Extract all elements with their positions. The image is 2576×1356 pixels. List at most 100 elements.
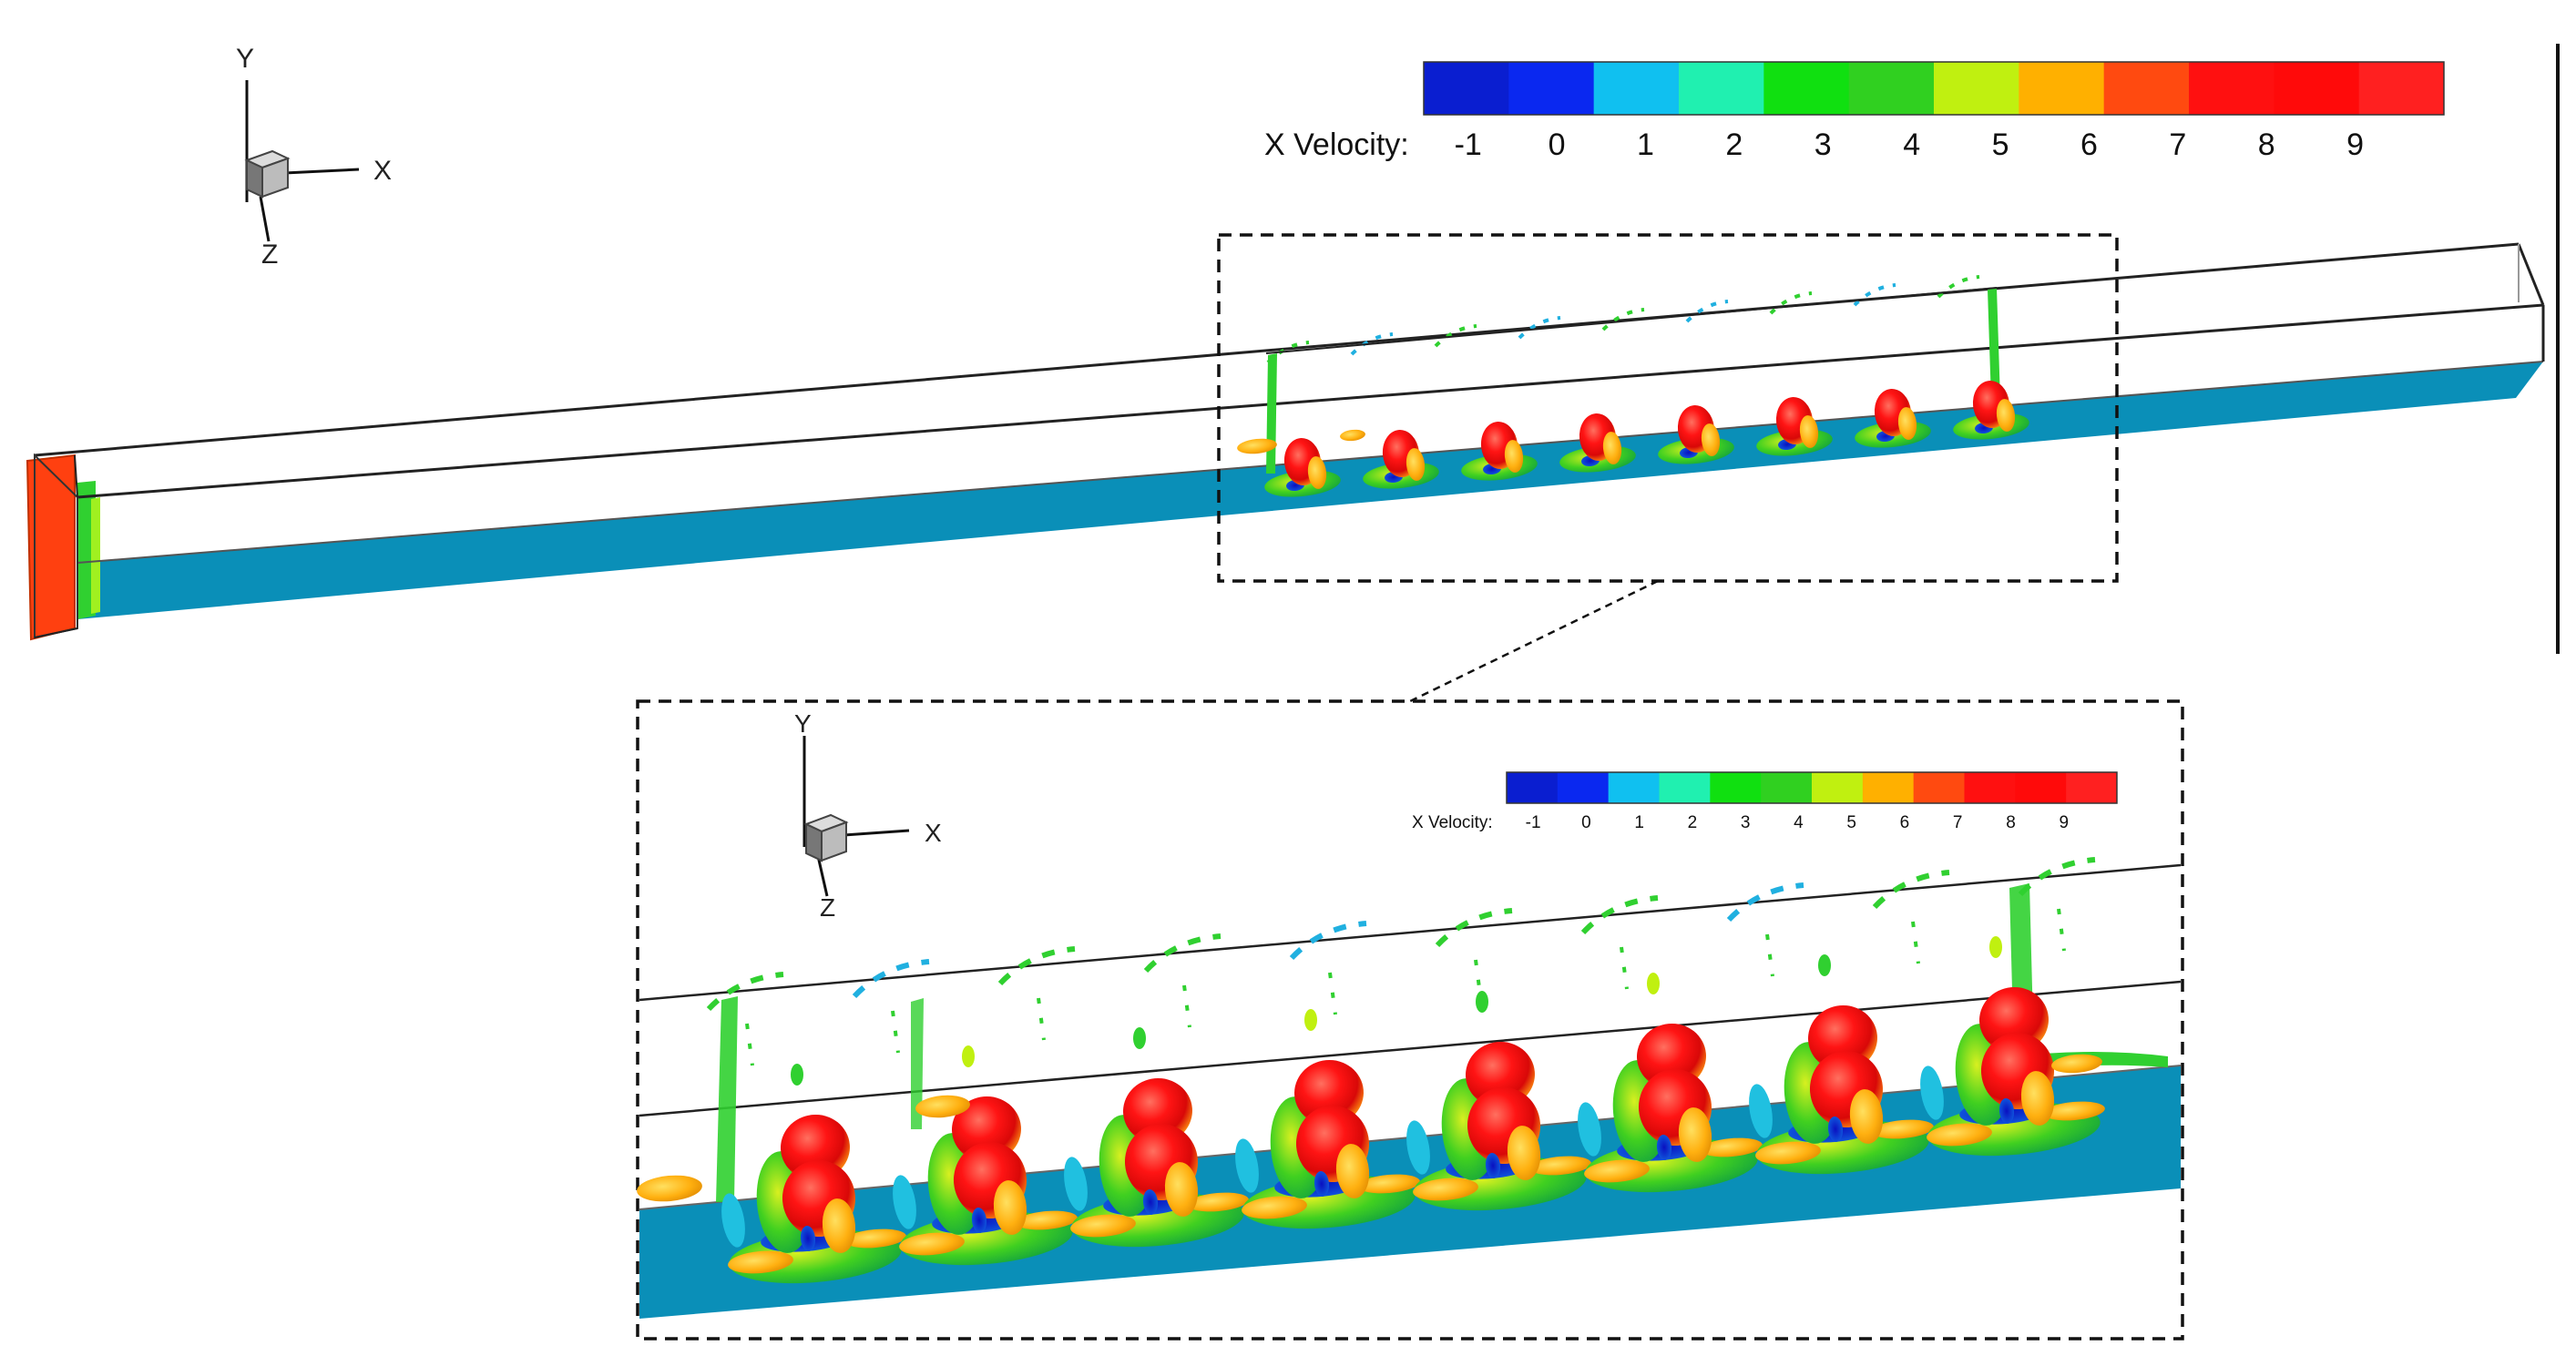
vortex-arc <box>1143 933 1222 974</box>
colorbar-border <box>1506 771 2118 804</box>
colorbar-tick-label: -1 <box>1455 127 1482 162</box>
zoom-channel <box>637 857 2182 1319</box>
vortex-drop <box>1304 1009 1317 1031</box>
colorbar-swatch <box>1913 772 1965 803</box>
colorbar-tick-label: 8 <box>2258 127 2275 162</box>
vortex-blob <box>2043 1101 2105 1121</box>
vortex-drop <box>1476 991 1488 1013</box>
colorbar-swatch <box>1593 62 1680 115</box>
vortex-drop <box>1989 936 2002 958</box>
vortex-blob <box>1927 1123 1992 1147</box>
vortex-drop <box>962 1045 975 1067</box>
vortex-shoulder <box>1849 1089 1884 1144</box>
main-vortex-structures <box>1237 275 2029 497</box>
colorbar-swatch <box>1557 772 1610 803</box>
colorbar-swatches <box>1506 771 2118 804</box>
colorbar-tick-label: 3 <box>1741 813 1751 832</box>
triad-cube-icon <box>244 149 291 199</box>
colorbar-swatch <box>2358 62 2445 115</box>
vortex-shoulder <box>1799 415 1819 448</box>
colorbar-swatch <box>1710 772 1762 803</box>
vortex-curtain <box>911 998 924 1129</box>
vortex-arc <box>1726 882 1804 923</box>
axis-label-z: Z <box>261 240 278 270</box>
colorbar-tick-label: 9 <box>2059 813 2069 832</box>
vortex-arc <box>1853 283 1896 307</box>
vortex-drop <box>791 1064 803 1086</box>
vortex-shoulder <box>993 1180 1027 1235</box>
vortex-shoulder <box>1996 399 2016 432</box>
vortex-leaf <box>893 1175 916 1229</box>
colorbar-tick-label: 0 <box>1581 813 1591 832</box>
colorbar-tick-label: 9 <box>2346 127 2364 162</box>
axis-label-y: Y <box>794 709 812 738</box>
colorbar-swatch <box>2066 772 2118 803</box>
vortex-core <box>1656 1135 1672 1160</box>
vortex-blob <box>1070 1214 1136 1238</box>
vortex-curtain <box>1266 353 1277 474</box>
colorbar-swatches <box>1423 61 2445 116</box>
vortex-core <box>1142 1189 1159 1215</box>
vortex-strand <box>891 1010 900 1054</box>
vortex-leaf <box>1064 1157 1088 1211</box>
vortex-shoulder <box>1897 407 1917 440</box>
vortex-strand <box>2057 908 2066 952</box>
colorbar-swatch <box>1934 62 2019 115</box>
vortex-blob <box>637 1175 702 1202</box>
vortex-strand <box>745 1023 754 1066</box>
triad-cube-icon <box>803 813 849 862</box>
vortex-drop <box>1818 954 1831 976</box>
main-zoom-box <box>1217 233 2119 583</box>
colorbar-tick-label: 2 <box>1725 127 1743 162</box>
vortex-arc <box>1937 275 1980 299</box>
vortex-shoulder <box>1307 456 1327 489</box>
colorbar-swatch <box>1812 772 1864 803</box>
colorbar-swatch <box>1507 772 1559 803</box>
colorbar-swatch <box>1608 772 1660 803</box>
inner-edge <box>1265 287 1998 354</box>
vortex-curtain <box>1988 288 2000 401</box>
vortex-core <box>1998 1098 2015 1124</box>
vortex-blob <box>1237 438 1277 454</box>
vortex-shoulder <box>1701 423 1721 456</box>
colorbar-swatch <box>2103 62 2190 115</box>
vortex-strand <box>1037 997 1046 1041</box>
vortex-arc <box>1518 316 1561 340</box>
vortex-leaf <box>1920 1065 1944 1120</box>
axis-label-x: X <box>925 819 942 847</box>
vortex-drop <box>1647 973 1660 994</box>
vortex-curtain <box>716 996 738 1202</box>
vortex-arc <box>997 946 1076 986</box>
colorbar-tick-label: 7 <box>2169 127 2186 162</box>
vortex-blob <box>844 1229 906 1249</box>
colorbar-tick-label: 1 <box>1634 813 1644 832</box>
vortex-arc <box>1289 921 1367 961</box>
vortex-shoulder <box>1507 1126 1541 1180</box>
colorbar-tick-label: 5 <box>1992 127 2009 162</box>
vortex-blob <box>1016 1210 1078 1230</box>
vortex-shoulder <box>1406 448 1426 481</box>
colorbar-swatch <box>1679 62 1764 115</box>
main-channel <box>26 44 2560 654</box>
vortex-blob <box>728 1250 793 1274</box>
vortex-arc <box>1435 908 1513 948</box>
vortex-shoulder <box>2020 1071 2055 1126</box>
vortex-shoulder <box>1678 1107 1712 1162</box>
axis-label-x: X <box>373 156 392 186</box>
colorbar-tick-label: 0 <box>1549 127 1566 162</box>
vortex-strand <box>1474 959 1483 1003</box>
vortex-blob <box>1872 1119 1934 1139</box>
vortex-leaf <box>1406 1120 1430 1175</box>
zoom-frame <box>636 699 2184 1341</box>
colorbar-swatch <box>2189 62 2274 115</box>
colorbar-swatch <box>2274 62 2360 115</box>
vortex-blob <box>1413 1178 1478 1201</box>
vortex-arc <box>706 972 784 1012</box>
axis-label-y: Y <box>236 44 254 74</box>
vortex-leaf <box>1749 1084 1773 1138</box>
